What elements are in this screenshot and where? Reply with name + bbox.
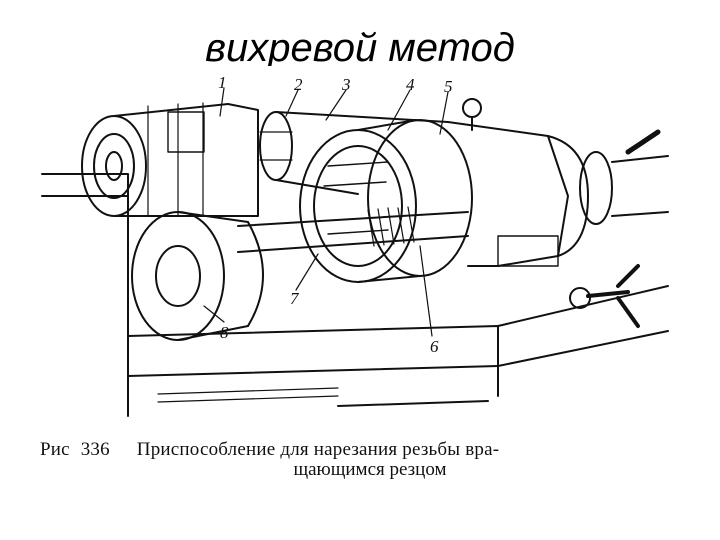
slide-title: вихревой метод bbox=[205, 26, 515, 66]
caption-prefix: Рис bbox=[40, 439, 70, 460]
part-label-8: 8 bbox=[220, 323, 229, 342]
part-label-4: 4 bbox=[406, 76, 415, 94]
figure-caption: Рис 336 Приспособление для нарезания рез… bbox=[40, 440, 690, 480]
lathe-thread-whirling-illustration: 1 2 3 4 5 6 7 8 bbox=[41, 76, 669, 417]
caption-line-2: щающимся резцом bbox=[293, 459, 447, 480]
part-label-1: 1 bbox=[218, 76, 227, 92]
part-label-3: 3 bbox=[341, 76, 351, 94]
part-label-7: 7 bbox=[290, 289, 300, 308]
caption-line-1: Приспособление для нарезания резьбы вра- bbox=[136, 439, 500, 460]
part-label-2: 2 bbox=[294, 76, 303, 94]
part-label-5: 5 bbox=[444, 77, 453, 96]
part-label-6: 6 bbox=[430, 337, 439, 356]
caption-number: 336 bbox=[80, 439, 110, 460]
